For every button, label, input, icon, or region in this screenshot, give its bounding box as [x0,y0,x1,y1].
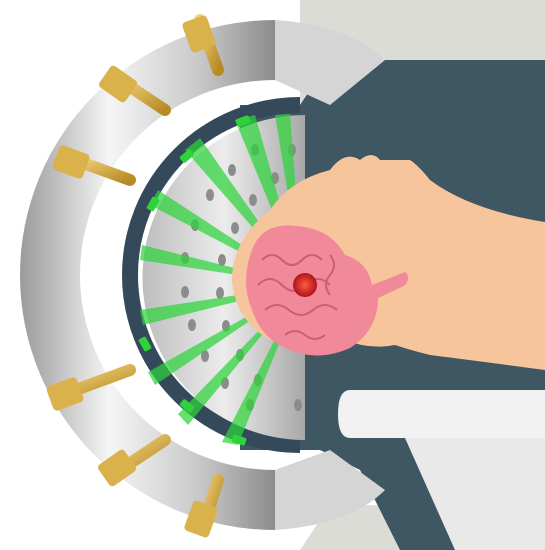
tumor-target [293,273,317,297]
patient-table [338,390,545,438]
